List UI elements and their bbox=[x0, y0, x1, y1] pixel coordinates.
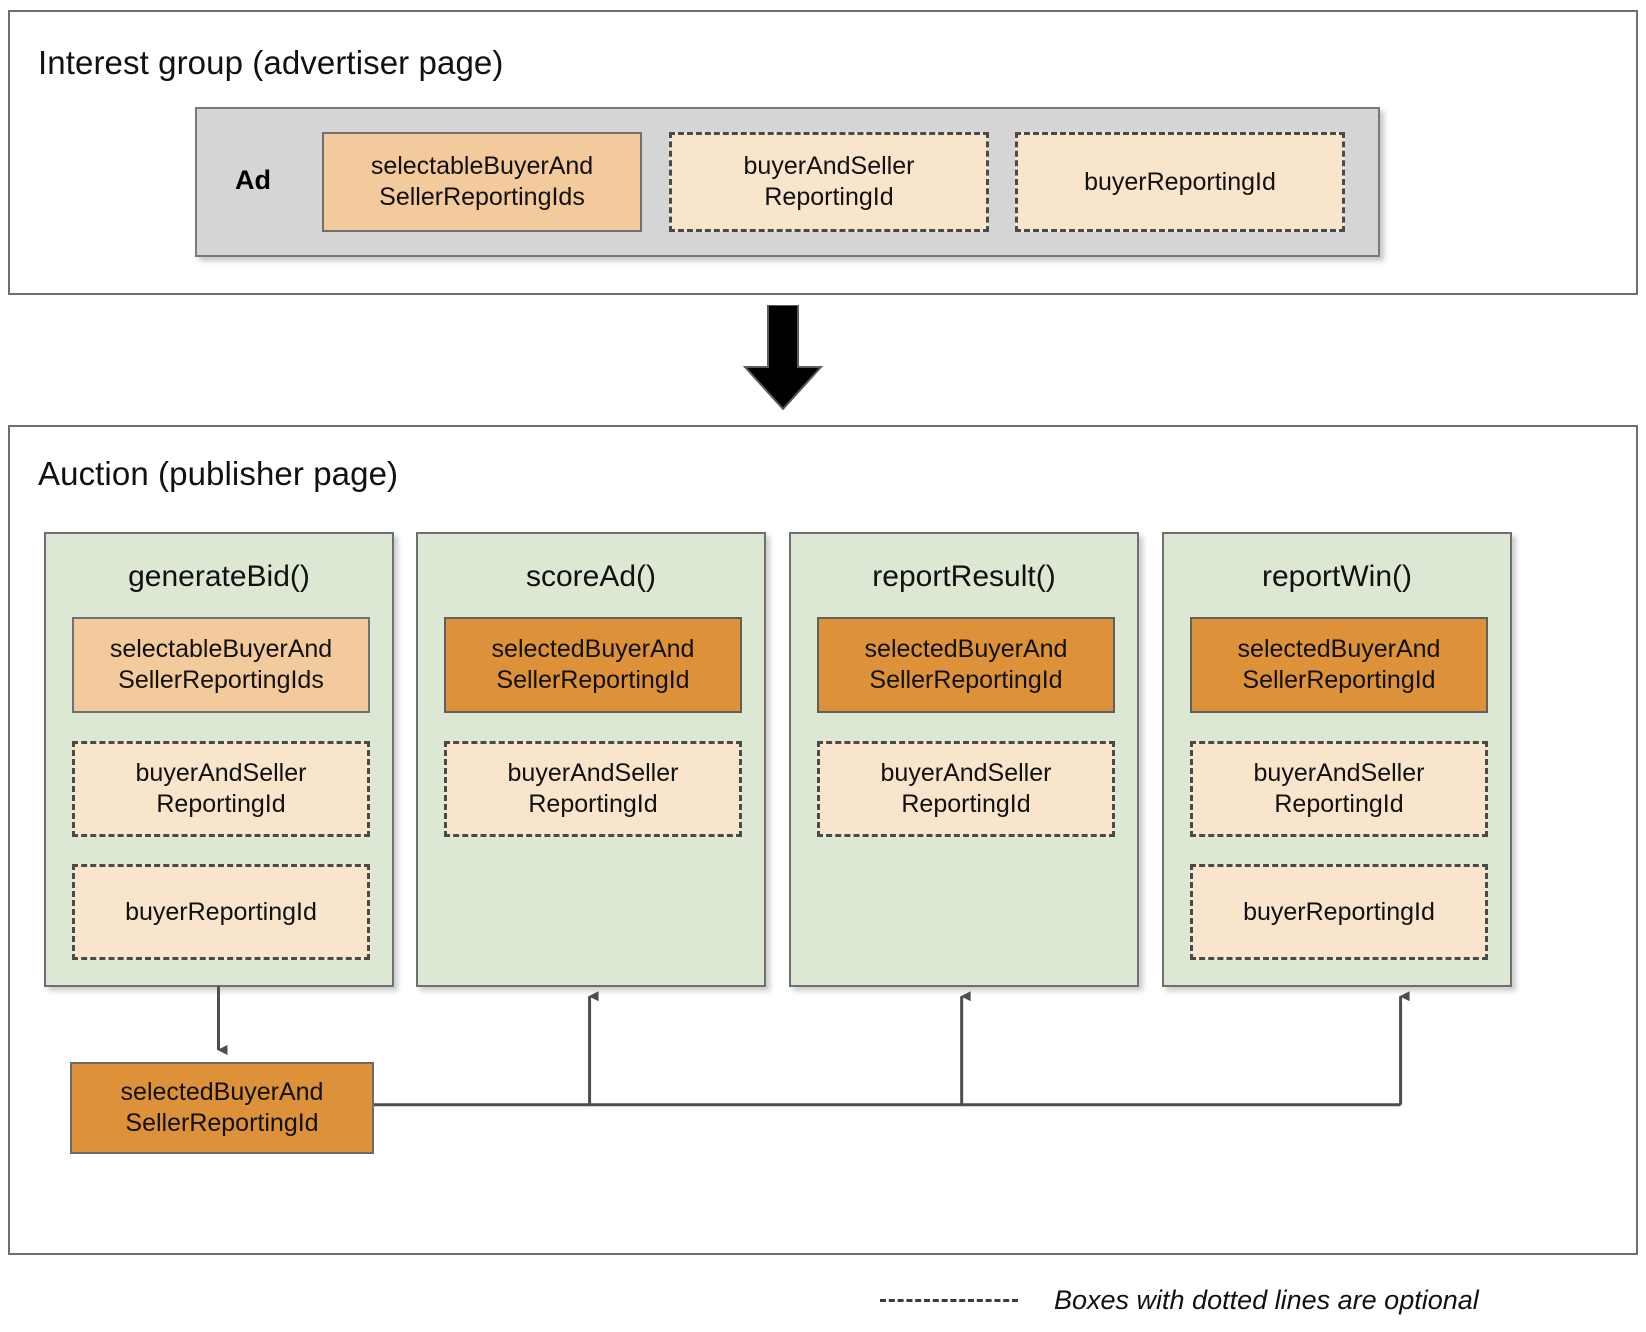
reportresult-slot-selected-buyer-and-seller-reporting-id: selectedBuyerAnd SellerReportingId bbox=[817, 617, 1115, 713]
ad-token-buyer-reporting-id: buyerReportingId bbox=[1015, 132, 1345, 232]
reportresult-slot-buyer-and-seller-reporting-id: buyerAndSeller ReportingId bbox=[817, 741, 1115, 837]
auction-section: Auction (publisher page) generateBid() s… bbox=[8, 425, 1638, 1255]
function-column-report-result: reportResult() selectedBuyerAnd SellerRe… bbox=[789, 532, 1139, 987]
legend: Boxes with dotted lines are optional bbox=[880, 1278, 1620, 1322]
scoread-slot-buyer-and-seller-reporting-id: buyerAndSeller ReportingId bbox=[444, 741, 742, 837]
function-title-generate-bid: generateBid() bbox=[128, 560, 310, 593]
function-title-report-win: reportWin() bbox=[1261, 560, 1412, 593]
reportwin-slot-buyer-reporting-id: buyerReportingId bbox=[1190, 864, 1488, 960]
selected-buyer-and-seller-reporting-id-output: selectedBuyerAnd SellerReportingId bbox=[70, 1062, 374, 1154]
ad-label: Ad bbox=[235, 165, 271, 195]
ad-token-selectable-buyer-and-seller-reporting-ids: selectableBuyerAnd SellerReportingIds bbox=[322, 132, 642, 232]
ad-container: Ad selectableBuyerAnd SellerReportingIds… bbox=[195, 107, 1380, 257]
interest-group-title: Interest group (advertiser page) bbox=[38, 44, 504, 81]
generatebid-slot-buyer-and-seller-reporting-id: buyerAndSeller ReportingId bbox=[72, 741, 370, 837]
legend-dashed-line-sample bbox=[880, 1298, 1018, 1302]
interest-group-section: Interest group (advertiser page) Ad sele… bbox=[8, 10, 1638, 295]
function-title-score-ad: scoreAd() bbox=[525, 560, 657, 593]
generatebid-slot-selectable-buyer-and-seller-reporting-ids: selectableBuyerAnd SellerReportingIds bbox=[72, 617, 370, 713]
generatebid-slot-buyer-reporting-id: buyerReportingId bbox=[72, 864, 370, 960]
down-block-arrow-icon bbox=[743, 305, 823, 410]
function-column-report-win: reportWin() selectedBuyerAnd SellerRepor… bbox=[1162, 532, 1512, 987]
auction-title: Auction (publisher page) bbox=[38, 455, 399, 492]
scoread-slot-selected-buyer-and-seller-reporting-id: selectedBuyerAnd SellerReportingId bbox=[444, 617, 742, 713]
reportwin-slot-buyer-and-seller-reporting-id: buyerAndSeller ReportingId bbox=[1190, 741, 1488, 837]
function-column-generate-bid: generateBid() selectableBuyerAnd SellerR… bbox=[44, 532, 394, 987]
legend-label: Boxes with dotted lines are optional bbox=[1054, 1284, 1479, 1315]
function-column-score-ad: scoreAd() selectedBuyerAnd SellerReporti… bbox=[416, 532, 766, 987]
reportwin-slot-selected-buyer-and-seller-reporting-id: selectedBuyerAnd SellerReportingId bbox=[1190, 617, 1488, 713]
function-title-report-result: reportResult() bbox=[872, 560, 1056, 593]
ad-token-buyer-and-seller-reporting-id: buyerAndSeller ReportingId bbox=[669, 132, 989, 232]
